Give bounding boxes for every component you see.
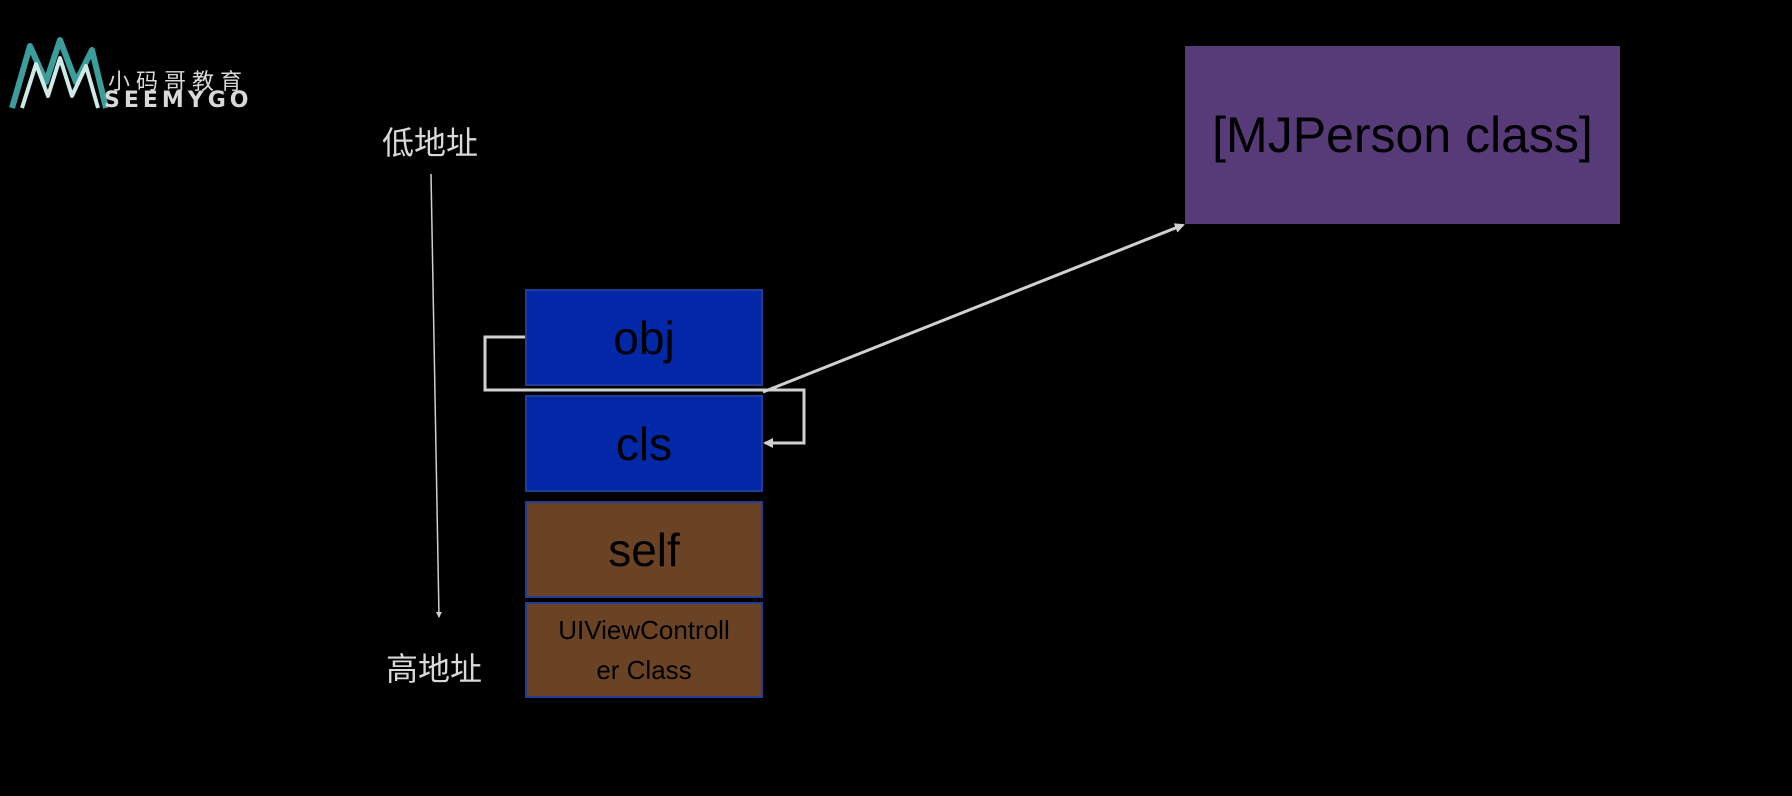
- viewcontroller-class-label-line1: UIViewControll: [558, 615, 730, 645]
- cls-to-class-object-arrow: [762, 223, 1185, 394]
- viewcontroller-class-label-line2: er Class: [596, 655, 692, 685]
- stack-cell-self-label: self: [608, 523, 680, 576]
- seemygo-logo: 小码哥教育 SEEMYGO: [8, 36, 268, 116]
- logo-chinese-text: 小码哥教育: [108, 70, 249, 95]
- stack-cell-self: self: [525, 501, 763, 598]
- address-direction-arrow: [430, 173, 442, 618]
- mjperson-class-label: [MJPerson class]: [1212, 107, 1593, 163]
- viewcontroller-class-label: UIViewControll er Class: [558, 610, 729, 690]
- mjperson-class-object-box: [MJPerson class]: [1185, 46, 1620, 224]
- logo-english-text: SEEMYGO: [104, 88, 253, 113]
- stack-cell-obj-label: obj: [613, 311, 675, 364]
- high-address-label: 高地址: [386, 650, 483, 688]
- stack-cell-cls-label: cls: [615, 417, 673, 470]
- stack-cell-viewcontroller-class: UIViewControll er Class: [525, 602, 763, 698]
- stack-cell-cls: cls: [525, 395, 763, 492]
- mountain-m-logo-icon: [9, 37, 108, 109]
- stack-cell-obj: obj: [525, 289, 763, 386]
- low-address-label: 低地址: [382, 124, 479, 162]
